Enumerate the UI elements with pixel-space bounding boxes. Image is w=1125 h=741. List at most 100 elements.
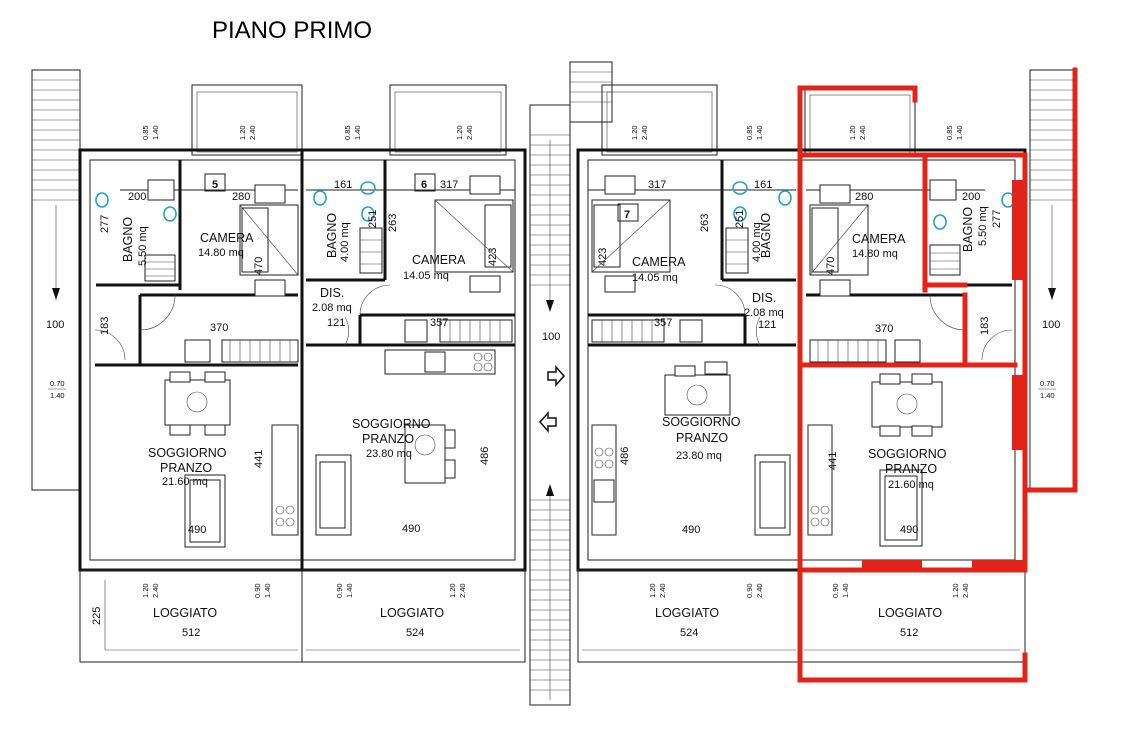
svg-text:2.40: 2.40 <box>755 583 764 598</box>
svg-text:183: 183 <box>99 317 111 335</box>
svg-text:263: 263 <box>387 214 399 232</box>
svg-text:0.90: 0.90 <box>335 583 344 598</box>
entrance-arrow-right-icon <box>547 365 566 387</box>
svg-text:370: 370 <box>210 322 228 334</box>
svg-text:1.40: 1.40 <box>1040 391 1055 400</box>
svg-text:1.20: 1.20 <box>238 125 247 140</box>
svg-text:1.40: 1.40 <box>841 583 850 598</box>
svg-text:2.08 mq: 2.08 mq <box>312 302 352 314</box>
svg-text:1.20: 1.20 <box>630 125 639 140</box>
svg-text:1.20: 1.20 <box>648 583 657 598</box>
svg-text:1.20: 1.20 <box>951 583 960 598</box>
svg-text:423: 423 <box>487 248 499 266</box>
svg-text:1.40: 1.40 <box>151 125 160 140</box>
svg-text:490: 490 <box>682 524 700 536</box>
svg-text:524: 524 <box>406 627 424 639</box>
window-elevation-labels-top: 0.85 1.40 1.20 2.40 0.85 1.40 1.20 2.40 … <box>141 125 964 140</box>
unit-7: 7 317 161 BAGNO 4.00 mq 251 263 CAMERA 1… <box>588 160 796 639</box>
svg-text:1.20: 1.20 <box>848 125 857 140</box>
svg-text:4.00 mq: 4.00 mq <box>751 222 763 262</box>
highlighted-unit-outline <box>797 67 1078 683</box>
svg-text:317: 317 <box>648 179 666 191</box>
svg-text:BAGNO: BAGNO <box>759 213 773 258</box>
svg-text:1.20: 1.20 <box>455 125 464 140</box>
svg-text:2.40: 2.40 <box>858 125 867 140</box>
svg-text:SOGGIORNO: SOGGIORNO <box>148 446 227 460</box>
svg-text:490: 490 <box>900 524 918 536</box>
svg-text:357: 357 <box>654 317 672 329</box>
svg-text:2.40: 2.40 <box>151 583 160 598</box>
svg-text:LOGGIATO: LOGGIATO <box>153 606 217 620</box>
svg-text:1.20: 1.20 <box>448 583 457 598</box>
svg-text:0.90: 0.90 <box>745 583 754 598</box>
unit-6: 6 161 317 BAGNO 4.00 mq 251 263 CAMERA 1… <box>306 160 515 639</box>
svg-text:2.40: 2.40 <box>640 125 649 140</box>
right-stair-width: 100 <box>1042 319 1060 331</box>
svg-text:LOGGIATO: LOGGIATO <box>655 606 719 620</box>
svg-text:490: 490 <box>402 523 420 535</box>
svg-text:DIS.: DIS. <box>320 286 344 300</box>
svg-text:14.80 mq: 14.80 mq <box>198 247 244 259</box>
svg-text:1.40: 1.40 <box>955 125 964 140</box>
svg-text:161: 161 <box>334 179 352 191</box>
svg-text:1.40: 1.40 <box>263 583 272 598</box>
svg-text:0.85: 0.85 <box>141 125 150 140</box>
loggias <box>79 569 1026 663</box>
svg-text:5: 5 <box>212 179 218 191</box>
svg-text:PRANZO: PRANZO <box>160 461 212 475</box>
svg-text:23.80 mq: 23.80 mq <box>366 448 412 460</box>
svg-text:277: 277 <box>99 215 111 233</box>
svg-text:LOGGIATO: LOGGIATO <box>380 606 444 620</box>
svg-text:2.40: 2.40 <box>248 125 257 140</box>
svg-text:512: 512 <box>900 627 918 639</box>
svg-text:14.05 mq: 14.05 mq <box>632 272 678 284</box>
svg-text:2.40: 2.40 <box>961 583 970 598</box>
entrance-arrow-left-icon <box>538 411 557 433</box>
svg-text:23.80 mq: 23.80 mq <box>676 450 722 462</box>
svg-text:0.90: 0.90 <box>831 583 840 598</box>
svg-text:1.40: 1.40 <box>345 583 354 598</box>
unit-5: 5 BAGNO 5.50 mq 200 277 CAMERA 14.80 mq … <box>91 160 299 639</box>
svg-text:423: 423 <box>597 248 609 266</box>
svg-text:0.90: 0.90 <box>253 583 262 598</box>
svg-text:1.20: 1.20 <box>141 583 150 598</box>
svg-text:SOGGIORNO: SOGGIORNO <box>868 447 947 461</box>
svg-text:441: 441 <box>253 450 265 468</box>
svg-text:183: 183 <box>979 317 991 335</box>
svg-text:14.80 mq: 14.80 mq <box>852 248 898 260</box>
svg-text:441: 441 <box>827 452 839 470</box>
svg-text:5.50 mq: 5.50 mq <box>977 206 989 246</box>
svg-text:1.40: 1.40 <box>755 125 764 140</box>
plan-title: PIANO PRIMO <box>212 17 372 44</box>
svg-text:BAGNO: BAGNO <box>121 217 135 262</box>
svg-text:512: 512 <box>182 627 200 639</box>
svg-text:225: 225 <box>91 607 103 625</box>
svg-text:0.70: 0.70 <box>1040 379 1055 388</box>
svg-text:4.00 mq: 4.00 mq <box>339 222 351 262</box>
svg-text:21.60 mq: 21.60 mq <box>888 479 934 491</box>
svg-text:SOGGIORNO: SOGGIORNO <box>662 415 741 429</box>
svg-text:263: 263 <box>699 214 711 232</box>
svg-text:280: 280 <box>855 191 873 203</box>
svg-text:524: 524 <box>680 627 698 639</box>
svg-text:1.40: 1.40 <box>353 125 362 140</box>
svg-text:PRANZO: PRANZO <box>676 431 728 445</box>
top-balconies <box>191 84 916 156</box>
svg-text:SOGGIORNO: SOGGIORNO <box>352 417 431 431</box>
svg-text:CAMERA: CAMERA <box>412 253 466 267</box>
svg-text:317: 317 <box>440 179 458 191</box>
right-external-stair: 100 <box>1029 69 1076 491</box>
svg-text:370: 370 <box>875 323 893 335</box>
svg-text:200: 200 <box>128 191 146 203</box>
svg-text:0.85: 0.85 <box>343 125 352 140</box>
svg-text:200: 200 <box>962 191 980 203</box>
svg-text:PRANZO: PRANZO <box>885 462 937 476</box>
svg-text:251: 251 <box>367 210 379 228</box>
svg-text:0.70: 0.70 <box>50 379 65 388</box>
svg-text:CAMERA: CAMERA <box>852 232 906 246</box>
svg-text:251: 251 <box>734 210 746 228</box>
unit-highlighted: 280 200 BAGNO 5.50 mq 277 CAMERA 14.80 m… <box>806 160 1015 639</box>
svg-text:DIS.: DIS. <box>752 291 776 305</box>
svg-text:470: 470 <box>253 257 265 275</box>
